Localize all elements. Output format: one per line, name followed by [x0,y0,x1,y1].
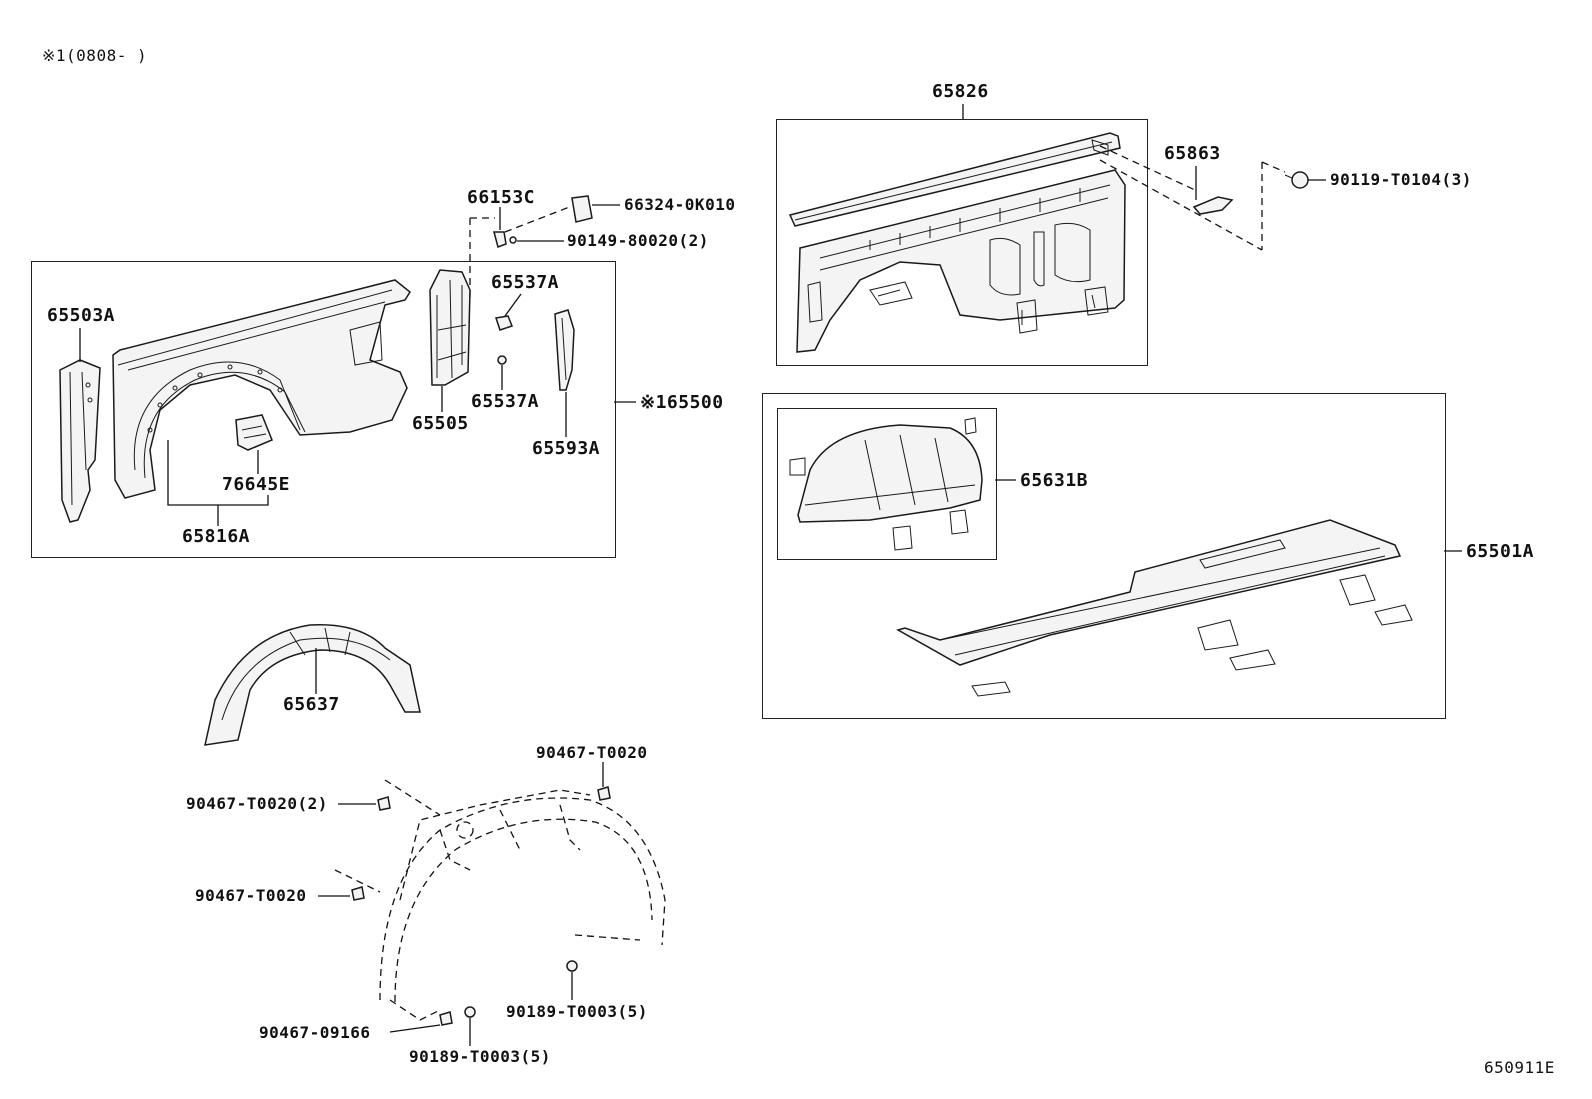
part-label-90119[interactable]: 90119-T0104(3) [1330,170,1472,189]
part-label-65637[interactable]: 65637 [283,694,340,715]
part-label-65501A[interactable]: 65501A [1466,541,1535,562]
part-65826-side-panel [788,104,1263,353]
part-label-76645E[interactable]: 76645E [222,474,291,495]
part-label-90189-bottom[interactable]: 90189-T0003(5) [409,1047,551,1066]
part-label-65503A[interactable]: 65503A [47,305,116,326]
part-90119-bolt [1284,171,1326,189]
part-inner-liner-dashed [334,779,666,1021]
part-65501A [896,519,1462,697]
wheelhouse-frame [777,408,997,560]
part-label-65537A-bottom[interactable]: 65537A [471,391,540,412]
fender-group-frame [31,261,616,558]
fastener-90467-09166 [389,1011,453,1033]
part-label-65505[interactable]: 65505 [412,413,469,434]
diagram-code: 650911E [1484,1058,1555,1077]
part-label-65863[interactable]: 65863 [1164,143,1221,164]
part-76645E [235,414,273,474]
part-65505 [429,269,471,412]
part-65593A [554,309,575,437]
fastener-90467-mid [318,886,365,901]
part-65631B [789,417,1016,551]
side-panel-frame [776,119,1148,366]
part-label-65500[interactable]: ※165500 [640,392,724,413]
floor-group-frame [762,393,1446,719]
part-65816A-fender [112,279,411,526]
part-label-90467-top[interactable]: 90467-T0020 [536,743,648,762]
part-65537A-clips [495,293,522,390]
part-65863 [1192,161,1286,250]
part-label-90467-09166[interactable]: 90467-09166 [259,1023,371,1042]
header-note: ※1(0808- ) [42,46,148,65]
part-label-65826[interactable]: 65826 [932,81,989,102]
fastener-90467-2 [338,796,391,811]
part-label-65593A[interactable]: 65593A [532,438,601,459]
part-label-65631B[interactable]: 65631B [1020,470,1089,491]
fastener-90189-bottom [464,1006,476,1046]
part-label-90189-right[interactable]: 90189-T0003(5) [506,1002,648,1021]
part-label-66324[interactable]: 66324-0K010 [624,195,736,214]
fastener-90467-top [597,762,611,801]
part-65503A [59,328,101,523]
part-66153C-group [469,195,620,300]
part-label-65816A[interactable]: 65816A [182,526,251,547]
part-label-65537A-top[interactable]: 65537A [491,272,560,293]
part-label-66153C[interactable]: 66153C [467,187,536,208]
part-65637-liner [204,623,421,746]
fastener-90189-right [566,960,578,1000]
part-label-90467-mid[interactable]: 90467-T0020 [195,886,307,905]
part-label-90467-2[interactable]: 90467-T0020(2) [186,794,328,813]
part-label-90149[interactable]: 90149-80020(2) [567,231,709,250]
